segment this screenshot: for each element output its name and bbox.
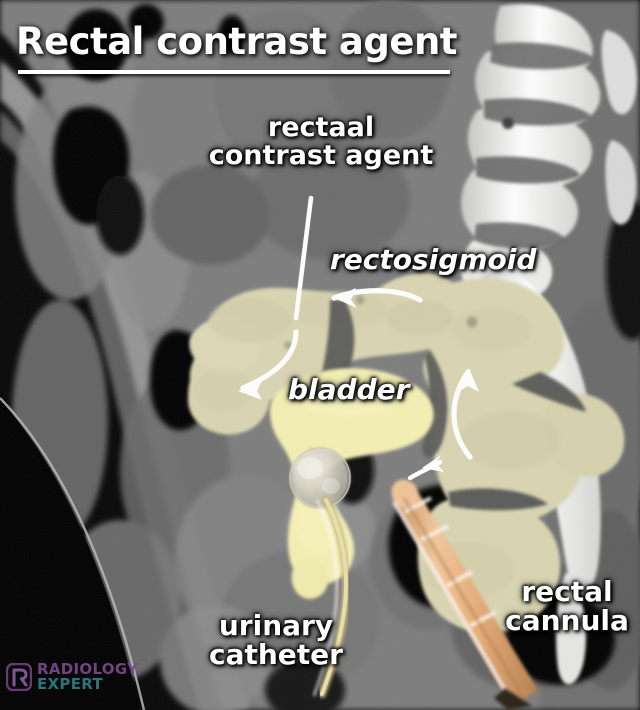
page-title: Rectal contrast agent (16, 20, 458, 74)
title-underline (18, 70, 450, 74)
title-text: Rectal contrast agent (16, 20, 458, 63)
